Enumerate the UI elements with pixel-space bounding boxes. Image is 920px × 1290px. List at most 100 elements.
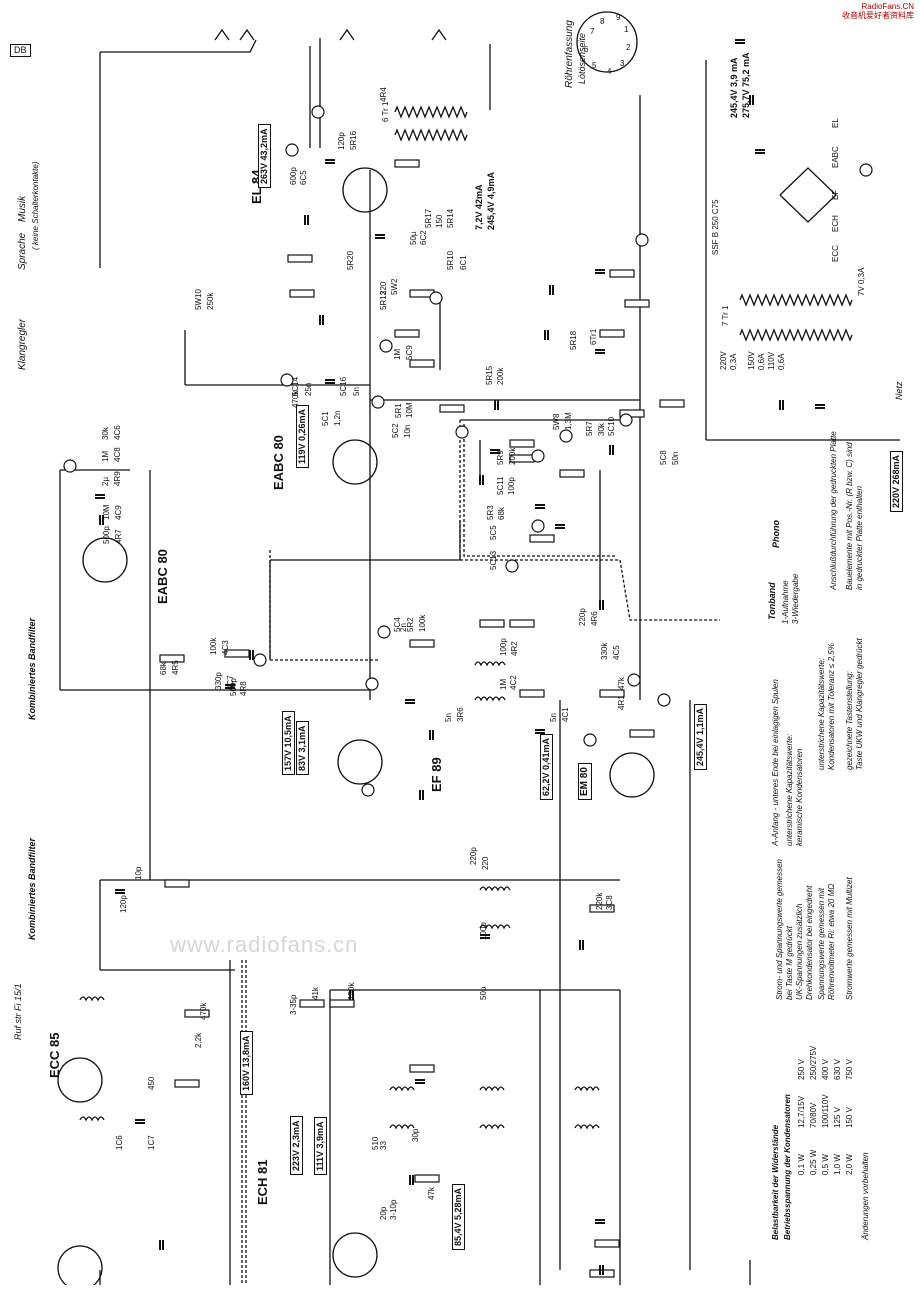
power-220v: 220V [719,351,728,370]
component-value-label: 200k [508,447,517,465]
corner-tag: DB [10,44,31,57]
rf-coil-2 [389,1124,415,1130]
load-row-3: 1,0 W [833,1154,842,1175]
terminal-tag [627,673,641,687]
socket-pin-label: 9 [616,13,621,22]
component-value-label: 33 [379,1141,388,1150]
load-row-0: 0,1 W [797,1154,806,1175]
meas-ech81-c: 85,4V 5,28mA [452,1183,465,1250]
component-value-label: 20p [379,1206,388,1220]
component-value-label: 1C6 [115,1135,124,1150]
tube-socket-diagram [576,11,638,73]
label-musik-note: ( keine Schalterkontakte) [31,161,40,251]
resistor-12 [619,409,645,418]
component-value-label: 150k [347,982,356,1000]
tube-eabc80-a [332,439,378,485]
meas-mains: 220V 268mA [890,450,903,512]
resistor-24 [329,999,355,1008]
terminal-tag [559,429,573,443]
note-4: Anschlußdurchführung der gedruckten Plat… [829,431,838,590]
site-credit: RadioFans.CN 收音机爱好者资料库 [842,2,914,20]
shielded-cable [619,559,720,621]
component-value-label: 1M [499,678,508,690]
terminal-tag [285,143,299,157]
note-3b: Kondensatoren mit Toleranz ≤ 2,5% [827,643,836,770]
resistor-1 [287,254,313,263]
change-note: Änderungen vorbehalten [861,1152,870,1240]
component-value-label: 5C1 [321,411,330,426]
meas-note-2: bei Taste M gedrückt [785,926,794,1000]
resistor-0 [394,159,420,168]
socket-pin-label: 7 [590,27,595,36]
resistor-31 [184,1009,210,1018]
output-transformer-secondary [394,128,468,142]
component-value-label: 4C3 [221,640,230,655]
component-value-label: 330p [214,672,223,690]
note-6: gezeichnete Tastenstellung: [845,671,854,770]
resistor-4 [394,329,420,338]
label-tonband: Tonband [767,582,777,620]
component-value-label: 150 [435,214,444,228]
meas-note-5: Spannungswerte gemessen mit [817,887,826,1000]
resistor-19 [409,639,435,648]
lamp-ech: ECH [831,215,840,232]
resistor-5 [409,359,435,368]
meas-supply-a: 245,4V 3,9 mA [729,57,739,118]
meas-el84-anode: 245,4V 4,9mA [486,171,496,230]
terminal-tag [365,677,379,691]
resistor-16 [599,329,625,338]
power-150v: 150V [747,351,756,370]
note-5: Bauelemente mit Pos.-Nr. (R bzw. C) sind [845,442,854,590]
resistor-2 [289,289,315,298]
meas-eabc80: 119V 0,26mA [296,404,309,468]
tube-ecc85-a [57,1057,103,1103]
terminal-tag [455,425,469,439]
component-value-label: 4R2 [510,641,519,656]
rf-coil-4 [479,1124,505,1130]
component-value-label: 3-10p [389,1199,398,1220]
component-value-label: 5n [352,387,361,396]
meas-ef89-a: 157V 10,5mA [282,711,295,775]
component-value-label: 68k [159,662,168,675]
label-musik: Musik [17,195,28,222]
resistor-25 [299,999,325,1008]
component-value-label: 4R7 [114,529,123,544]
component-value-label: 4R1 [617,695,626,710]
label-klangregler: Klangregler [17,318,28,370]
component-value-label: 500p [229,678,238,696]
component-value-label: 1M [101,450,110,462]
component-value-label: 10M [102,504,111,520]
socket-pin-label: 2 [626,43,631,52]
component-value-label: 500p [102,526,111,544]
output-transformer-primary [394,105,468,119]
component-value-label: 30k [101,427,110,440]
terminal-tag [859,163,873,177]
vhf-coil-1 [79,996,105,1002]
component-value-label: 100k [209,637,218,655]
component-value-label: 5C2 [391,423,400,438]
shielded-cable [459,420,620,561]
component-value-label: 120p [119,895,128,913]
component-value-label: 1C7 [147,1135,156,1150]
resistor-6 [439,404,465,413]
volt-row-7: 400 V [821,1059,830,1080]
antenna-symbol [339,28,355,41]
socket-subtitle: Lötösenseite [577,32,587,84]
component-value-label: 47k [427,1187,436,1200]
label-bandfilter-2: Kombiniertes Bandfilter [27,837,37,940]
antenna-symbol [431,28,447,41]
socket-pin-label: 1 [624,25,629,34]
power-fuse-a: 0,3A [729,353,738,370]
resistor-7 [509,439,535,448]
note-2: unterstrichene Kapazitätswerte: [785,733,794,846]
note-5b: in gedruckter Platte enthalten [855,485,864,590]
power-fuse-c: 0,6A [777,353,786,370]
component-value-label: 5W8 [552,413,561,430]
meas-note-7: Stromwerte gemessen mit Multizet [845,877,854,1000]
terminal-tag [311,105,325,119]
terminal-tag [619,413,633,427]
label-sprache: Sprache [17,232,28,270]
terminal-tag [280,373,294,387]
resistor-21 [599,689,625,698]
